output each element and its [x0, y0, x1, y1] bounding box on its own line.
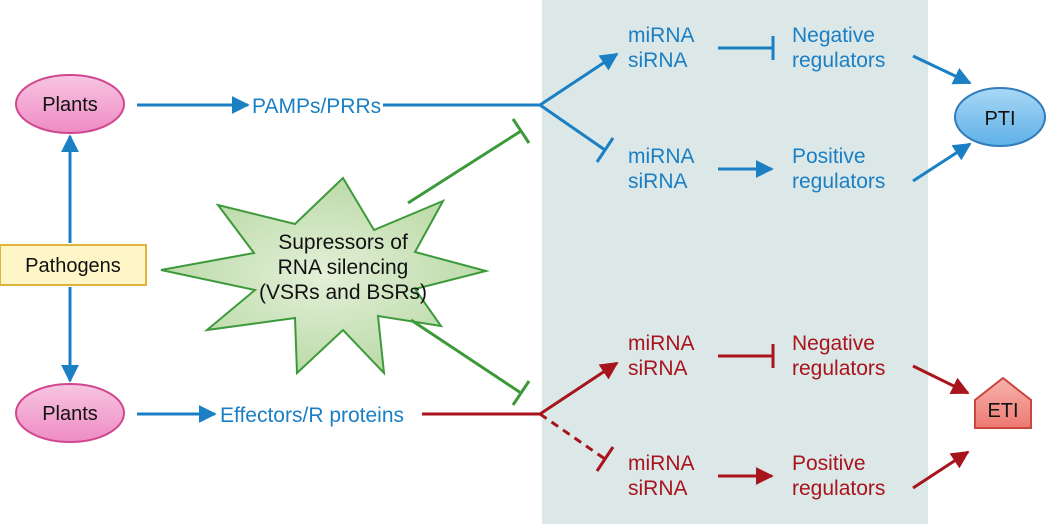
arrow-pamps-to-upper-mirna	[539, 52, 619, 107]
red-lower-sirna: siRNA	[628, 477, 688, 500]
blue-lower-sirna: siRNA	[628, 170, 688, 193]
blue-negative-line1: Negative	[792, 24, 875, 47]
red-negative-line1: Negative	[792, 332, 875, 355]
blue-negative-line2: regulators	[792, 49, 885, 72]
red-positive-line1: Positive	[792, 452, 866, 475]
plants-top-label: Plants	[42, 94, 98, 116]
inhibit-pamps-to-lower-mirna	[539, 103, 615, 163]
blue-positive-line1: Positive	[792, 145, 866, 168]
blue-upper-sirna: siRNA	[628, 49, 688, 72]
red-positive-line2: regulators	[792, 477, 885, 500]
pti-label: PTI	[984, 108, 1015, 130]
inhibit-blue-upper-to-negative	[718, 36, 775, 60]
blue-lower-mirna: miRNA	[628, 145, 695, 168]
suppressor-line1: Supressors of	[278, 231, 408, 254]
eti-label: ETI	[987, 400, 1018, 422]
arrow-positive-to-eti	[912, 450, 970, 490]
inhibit-red-upper-to-negative	[718, 344, 775, 368]
red-lower-mirna: miRNA	[628, 452, 695, 475]
plants-bottom-node: Plants	[15, 383, 125, 443]
arrow-negative-to-pti	[912, 54, 972, 85]
arrow-negative-to-eti	[912, 364, 970, 395]
pathogens-node: Pathogens	[0, 244, 147, 286]
suppressor-line2: RNA silencing	[278, 256, 409, 279]
blue-upper-mirna: miRNA	[628, 24, 695, 47]
suppressor-line3: (VSRs and BSRs)	[259, 281, 427, 304]
inhibit-effectors-to-lower-mirna	[539, 412, 615, 472]
arrow-positive-to-pti	[912, 142, 972, 183]
red-upper-sirna: siRNA	[628, 357, 688, 380]
suppressor-starburst: Supressors of RNA silencing (VSRs and BS…	[160, 176, 490, 376]
inhibit-suppressor-to-pamps-branch	[407, 118, 531, 205]
arrow-effectors-to-upper-mirna	[539, 361, 619, 416]
pamps-label: PAMPs/PRRs	[252, 95, 381, 118]
pti-node: PTI	[954, 87, 1046, 147]
red-upper-mirna: miRNA	[628, 332, 695, 355]
blue-positive-line2: regulators	[792, 170, 885, 193]
plants-bottom-label: Plants	[42, 403, 98, 425]
pathogens-label: Pathogens	[25, 255, 121, 277]
red-negative-line2: regulators	[792, 357, 885, 380]
plants-top-node: Plants	[15, 74, 125, 134]
regulation-panel	[542, 0, 928, 524]
inhibit-suppressor-to-effectors-branch	[410, 318, 531, 406]
effectors-label: Effectors/R proteins	[220, 404, 404, 427]
eti-node: ETI	[974, 376, 1032, 429]
